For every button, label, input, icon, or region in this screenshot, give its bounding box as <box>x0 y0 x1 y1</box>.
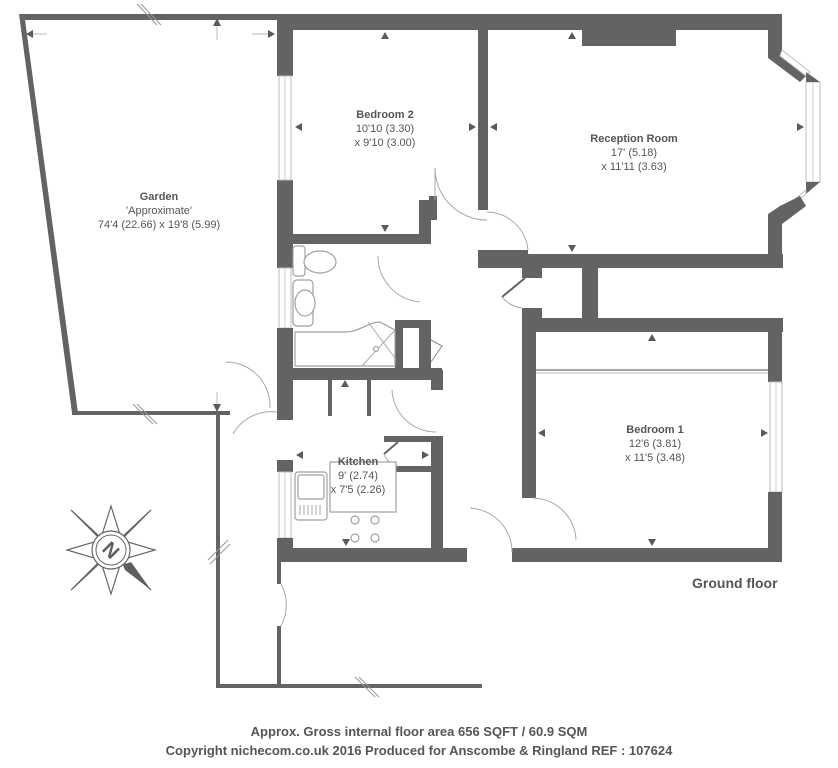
dimension-arrows <box>295 32 804 546</box>
footer: Approx. Gross internal floor area 656 SQ… <box>0 722 838 760</box>
room-label-kitchen: Kitchen 9' (2.74) x 7'5 (2.26) <box>331 455 386 497</box>
room-title: Garden <box>139 191 179 203</box>
room-dim-1: 'Approximate' <box>126 205 192 217</box>
floor-area-text: Approx. Gross internal floor area 656 SQ… <box>250 724 588 739</box>
room-label-garden: Garden 'Approximate' 74'4 (22.66) x 19'8… <box>98 190 220 232</box>
room-dim-2: 74'4 (22.66) x 19'8 (5.99) <box>97 219 221 231</box>
room-title: Reception Room <box>590 133 678 145</box>
building-walls <box>277 14 821 562</box>
room-dim-2: x 11'11 (3.63) <box>601 161 667 173</box>
room-dim-1: 12'6 (3.81) <box>628 438 682 450</box>
hob <box>350 515 380 543</box>
room-dim-1: 17' (5.18) <box>610 147 658 159</box>
door-swings <box>225 167 577 627</box>
room-title: Kitchen <box>337 456 379 468</box>
room-dim-1: 9' (2.74) <box>337 470 378 482</box>
room-label-reception-room: Reception Room 17' (5.18) x 11'11 (3.63) <box>590 132 677 174</box>
room-dim-2: x 11'5 (3.48) <box>625 452 685 464</box>
room-dim-1: 10'10 (3.30) <box>355 123 415 135</box>
bath-tub <box>294 321 396 367</box>
floor-label: Ground floor <box>692 575 778 591</box>
room-dim-2: x 9'10 (3.00) <box>354 137 416 149</box>
side-path-walls <box>207 413 482 698</box>
copyright-text: Copyright nichecom.co.uk 2016 Produced f… <box>165 743 673 758</box>
kitchen-fixtures <box>294 461 397 543</box>
room-title: Bedroom 1 <box>626 424 684 436</box>
toilet-bowl <box>303 250 337 274</box>
room-label-bedroom-2: Bedroom 2 10'10 (3.30) x 9'10 (3.00) <box>355 108 416 150</box>
compass-north-icon: N <box>64 503 158 597</box>
room-dim-2: x 7'5 (2.26) <box>330 484 386 496</box>
room-label-bedroom-1: Bedroom 1 12'6 (3.81) x 11'5 (3.48) <box>625 423 685 465</box>
garden-outline <box>19 3 277 425</box>
room-title: Bedroom 2 <box>356 109 414 121</box>
bathroom-fixtures <box>292 245 396 367</box>
toilet-cistern <box>292 245 306 277</box>
